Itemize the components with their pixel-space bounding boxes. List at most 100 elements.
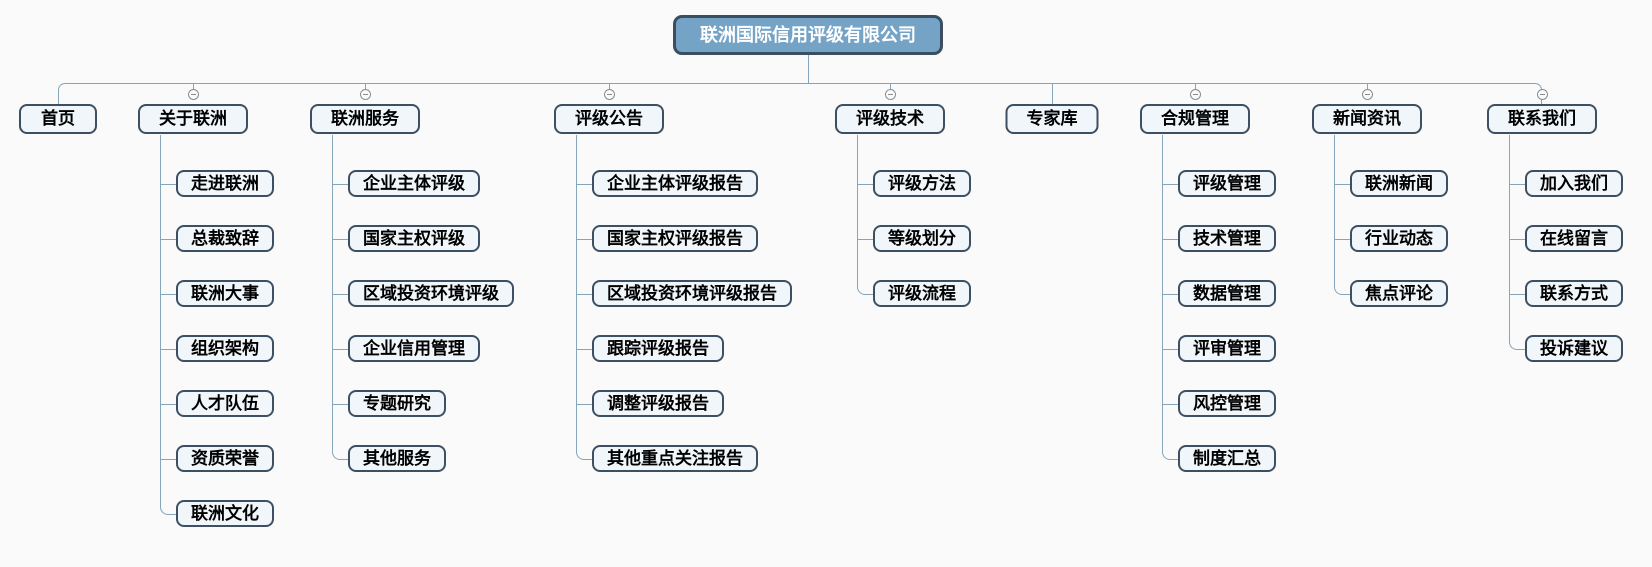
- leaf-node[interactable]: 在线留言: [1525, 225, 1623, 252]
- connector-branch-drop: [890, 84, 891, 90]
- connector-child-stub: [1162, 404, 1178, 405]
- connector-elbow: [160, 506, 176, 515]
- connector-child-stub: [1162, 239, 1178, 240]
- leaf-node[interactable]: 联洲新闻: [1350, 170, 1448, 197]
- leaf-node[interactable]: 加入我们: [1525, 170, 1623, 197]
- collapse-minus-icon[interactable]: [359, 89, 371, 100]
- branch-node[interactable]: 评级公告: [554, 104, 664, 134]
- leaf-node[interactable]: 走进联洲: [176, 170, 274, 197]
- connector-child-stub: [1509, 184, 1525, 185]
- leaf-node[interactable]: 投诉建议: [1525, 335, 1623, 362]
- connector-child-stub: [576, 294, 592, 295]
- leaf-node[interactable]: 评级方法: [873, 170, 971, 197]
- connector-branch-drop: [609, 84, 610, 90]
- connector-children-drop: [857, 135, 858, 286]
- leaf-node[interactable]: 其他服务: [348, 445, 446, 472]
- connector-elbow: [1334, 286, 1350, 295]
- connector-children-drop: [576, 135, 577, 451]
- branch-node[interactable]: 新闻资讯: [1312, 104, 1422, 134]
- connector-child-stub: [160, 404, 176, 405]
- connector-child-stub: [332, 349, 348, 350]
- branch-node[interactable]: 联洲服务: [310, 104, 420, 134]
- collapse-minus-icon[interactable]: [187, 89, 199, 100]
- leaf-node[interactable]: 等级划分: [873, 225, 971, 252]
- leaf-node[interactable]: 资质荣誉: [176, 445, 274, 472]
- connector-child-stub: [576, 239, 592, 240]
- connector-child-stub: [160, 184, 176, 185]
- root-node[interactable]: 联洲国际信用评级有限公司: [673, 15, 943, 55]
- leaf-node[interactable]: 调整评级报告: [592, 390, 724, 417]
- leaf-node[interactable]: 联系方式: [1525, 280, 1623, 307]
- leaf-node[interactable]: 企业主体评级: [348, 170, 480, 197]
- collapse-minus-icon[interactable]: [884, 89, 896, 100]
- leaf-node[interactable]: 专题研究: [348, 390, 446, 417]
- connector-elbow: [576, 451, 592, 460]
- connector-children-drop: [160, 135, 161, 506]
- leaf-node[interactable]: 跟踪评级报告: [592, 335, 724, 362]
- connector-child-stub: [857, 239, 873, 240]
- connector-children-drop: [1509, 135, 1510, 341]
- connector-child-stub: [1334, 239, 1350, 240]
- connector-branch-drop: [1367, 84, 1368, 90]
- connector-child-stub: [160, 239, 176, 240]
- branch-node[interactable]: 评级技术: [835, 104, 945, 134]
- branch-node[interactable]: 关于联洲: [138, 104, 248, 134]
- connector-child-stub: [332, 239, 348, 240]
- connector-elbow: [1162, 451, 1178, 460]
- leaf-node[interactable]: 企业信用管理: [348, 335, 480, 362]
- connector-elbow: [332, 451, 348, 460]
- leaf-node[interactable]: 人才队伍: [176, 390, 274, 417]
- branch-node[interactable]: 专家库: [1005, 104, 1099, 134]
- leaf-node[interactable]: 区域投资环境评级: [348, 280, 514, 307]
- leaf-node[interactable]: 评审管理: [1178, 335, 1276, 362]
- connector-child-stub: [1162, 294, 1178, 295]
- connector-children-drop: [332, 135, 333, 451]
- connector-child-stub: [160, 294, 176, 295]
- leaf-node[interactable]: 联洲大事: [176, 280, 274, 307]
- connector-branch-drop: [1052, 84, 1053, 104]
- connector-child-stub: [1162, 349, 1178, 350]
- leaf-node[interactable]: 行业动态: [1350, 225, 1448, 252]
- connector-elbow: [857, 286, 873, 295]
- branch-node[interactable]: 合规管理: [1140, 104, 1250, 134]
- leaf-node[interactable]: 焦点评论: [1350, 280, 1448, 307]
- collapse-minus-icon[interactable]: [1361, 89, 1373, 100]
- leaf-node[interactable]: 联洲文化: [176, 500, 274, 527]
- connector-branch-drop: [1195, 84, 1196, 90]
- leaf-node[interactable]: 技术管理: [1178, 225, 1276, 252]
- connector-child-stub: [160, 349, 176, 350]
- connector-child-stub: [1509, 294, 1525, 295]
- connector-child-stub: [576, 184, 592, 185]
- leaf-node[interactable]: 企业主体评级报告: [592, 170, 758, 197]
- leaf-node[interactable]: 国家主权评级: [348, 225, 480, 252]
- connector-bus-line: [58, 83, 1542, 104]
- connector-child-stub: [576, 349, 592, 350]
- leaf-node[interactable]: 风控管理: [1178, 390, 1276, 417]
- connector-child-stub: [1509, 239, 1525, 240]
- leaf-node[interactable]: 其他重点关注报告: [592, 445, 758, 472]
- leaf-node[interactable]: 组织架构: [176, 335, 274, 362]
- connector-child-stub: [576, 404, 592, 405]
- connector-root-drop: [808, 55, 809, 83]
- leaf-node[interactable]: 区域投资环境评级报告: [592, 280, 792, 307]
- leaf-node[interactable]: 评级管理: [1178, 170, 1276, 197]
- connector-children-drop: [1162, 135, 1163, 451]
- connector-branch-drop: [365, 84, 366, 90]
- leaf-node[interactable]: 评级流程: [873, 280, 971, 307]
- connector-elbow: [1509, 341, 1525, 350]
- branch-node[interactable]: 首页: [19, 104, 97, 134]
- leaf-node[interactable]: 国家主权评级报告: [592, 225, 758, 252]
- leaf-node[interactable]: 制度汇总: [1178, 445, 1276, 472]
- connector-child-stub: [332, 294, 348, 295]
- branch-node[interactable]: 联系我们: [1487, 104, 1597, 134]
- collapse-minus-icon[interactable]: [1189, 89, 1201, 100]
- collapse-minus-icon[interactable]: [603, 89, 615, 100]
- collapse-minus-icon[interactable]: [1536, 89, 1548, 100]
- connector-child-stub: [160, 459, 176, 460]
- leaf-node[interactable]: 总裁致辞: [176, 225, 274, 252]
- leaf-node[interactable]: 数据管理: [1178, 280, 1276, 307]
- connector-child-stub: [1334, 184, 1350, 185]
- connector-child-stub: [332, 184, 348, 185]
- connector-child-stub: [1162, 184, 1178, 185]
